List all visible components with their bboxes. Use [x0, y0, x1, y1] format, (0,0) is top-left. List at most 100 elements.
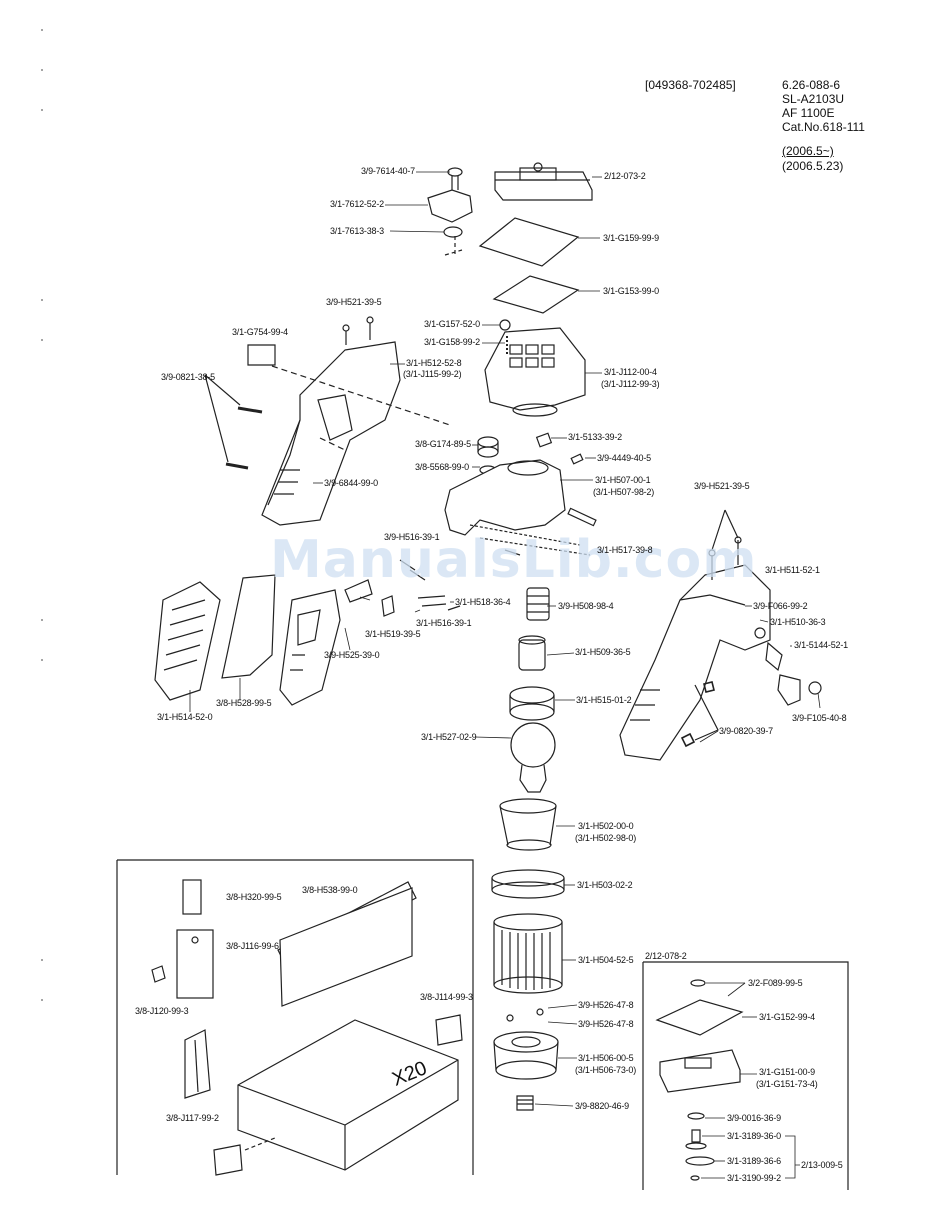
ball-joint — [510, 722, 556, 793]
grip-frame — [279, 589, 341, 706]
packaging-box — [213, 1014, 463, 1176]
part-label: 3/8-G174-89-5 — [415, 439, 471, 449]
part-label: 3/1-3189-36-6 — [727, 1156, 781, 1166]
part-label: 3/1-H519-39-5 — [365, 629, 421, 639]
handle-screws — [204, 374, 263, 470]
rubber-grip — [154, 581, 221, 701]
ring-collar — [491, 869, 565, 899]
part-label: 3/1-H504-52-5 — [578, 955, 634, 965]
right-knob-parts — [680, 627, 822, 748]
part-label: (3/1-J115-99-2) — [403, 369, 462, 379]
part-label: 3/8-H320-99-5 — [226, 892, 282, 902]
watermark: ManualsLib.com — [270, 530, 758, 590]
part-label: (3/1-J112-99-3) — [601, 379, 660, 389]
part-label: 3/8-5568-99-0 — [415, 462, 469, 472]
part-label: 3/9-H526-47-8 — [578, 1000, 634, 1010]
date-revision: (2006.5.23) — [782, 159, 844, 173]
model-name: SL-A2103U — [782, 92, 845, 106]
part-label: 3/9-H526-47-8 — [578, 1019, 634, 1029]
part-label: 3/1-G159-99-9 — [603, 233, 659, 243]
part-label: (3/1-H507-98-2) — [593, 487, 655, 497]
cat-number: Cat.No.618-111 — [782, 120, 865, 134]
part-label: 3/1-H502-00-0 — [578, 821, 634, 831]
part-label: 3/1-3189-36-0 — [727, 1131, 781, 1141]
left-handle-shell — [261, 316, 401, 526]
handle-label — [247, 344, 276, 366]
binding-margin-dots — [41, 29, 43, 1001]
part-label: 3/8-H538-99-0 — [302, 885, 358, 895]
part-label: 3/1-H506-00-5 — [578, 1053, 634, 1063]
part-label: 3/1-J112-00-4 — [604, 367, 657, 377]
part-label: 3/1-H516-39-1 — [416, 618, 472, 628]
part-label: 3/9-0821-38-5 — [161, 372, 215, 382]
part-label: 3/1-5144-52-1 — [794, 640, 848, 650]
part-label: 3/8-J114-99-3 — [420, 992, 473, 1002]
part-label: 3/1-G152-99-4 — [759, 1012, 815, 1022]
sub-leaders — [701, 982, 800, 1179]
model-number: 6.26-088-6 — [782, 78, 841, 92]
part-label: 3/8-J116-99-6 — [226, 941, 279, 951]
part-label: 3/1-G754-99-4 — [232, 327, 288, 337]
sub-pad — [655, 999, 744, 1036]
box-label-strip — [277, 881, 417, 1007]
part-label: 3/9-8820-46-9 — [575, 1101, 629, 1111]
catalog-code: [049368-702485] — [645, 78, 736, 92]
part-label: 3/1-7612-52-2 — [330, 199, 384, 209]
part-label: 3/9-F105-40-8 — [792, 713, 847, 723]
right-handle-shell — [619, 509, 771, 761]
part-label: 3/1-H512-52-8 — [406, 358, 462, 368]
pad-sheet — [478, 217, 580, 267]
part-label: 3/1-7613-38-3 — [330, 226, 384, 236]
base-screw — [516, 1095, 534, 1111]
subassembly-title: 2/12-078-2 — [645, 951, 687, 961]
grip-insert — [221, 574, 276, 679]
part-label: 3/9-F066-99-2 — [753, 601, 808, 611]
sub-plate — [659, 1049, 741, 1093]
part-label: 3/1-H514-52-0 — [157, 712, 213, 722]
part-label: 2/12-073-2 — [604, 171, 646, 181]
pan-head-top — [484, 319, 586, 417]
af-name: AF 1100E — [782, 106, 835, 120]
instruction-card — [151, 879, 214, 1099]
date-range: (2006.5~) — [782, 144, 834, 158]
part-label: 3/9-H521-39-5 — [326, 297, 382, 307]
part-label: 3/9-H525-39-0 — [324, 650, 380, 660]
part-label: 3/9-0820-39-7 — [719, 726, 773, 736]
accessories-inset-frame — [116, 859, 474, 1175]
sub-screw-stack — [685, 1112, 715, 1181]
part-label: 3/1-H510-36-3 — [770, 617, 826, 627]
part-label: 3/1-G157-52-0 — [424, 319, 480, 329]
quick-release-plate — [494, 162, 593, 201]
part-label: 3/9-H516-39-1 — [384, 532, 440, 542]
part-label: 3/8-J120-99-3 — [135, 1006, 189, 1016]
part-label: 3/9-7614-40-7 — [361, 166, 415, 176]
part-label: 3/1-G151-00-9 — [759, 1067, 815, 1077]
part-label: 3/1-H507-00-1 — [595, 475, 651, 485]
part-label: 3/1-5133-39-2 — [568, 432, 622, 442]
housing-cup — [499, 798, 557, 851]
part-label: 3/1-G158-99-2 — [424, 337, 480, 347]
center-stack — [509, 587, 555, 721]
part-label: 3/1-H509-36-5 — [575, 647, 631, 657]
part-label: 3/8-J117-99-2 — [166, 1113, 219, 1123]
part-label: 3/1-H518-36-4 — [455, 597, 511, 607]
part-label: 3/1-H527-02-9 — [421, 732, 477, 742]
part-label: 3/9-H521-39-5 — [694, 481, 750, 491]
part-label: 3/9-0016-36-9 — [727, 1113, 781, 1123]
trigger-pins — [344, 549, 521, 617]
part-label: 3/8-H528-99-5 — [216, 698, 272, 708]
sub-washer — [690, 979, 706, 987]
part-label: 3/1-G153-99-0 — [603, 286, 659, 296]
leader-lines — [189, 171, 821, 1107]
part-label: (3/1-G151-73-4) — [756, 1079, 818, 1089]
part-label: 2/13-009-5 — [801, 1160, 843, 1170]
plate-subassembly-frame — [642, 961, 849, 1190]
pad-sheet-2 — [492, 275, 580, 314]
part-label: 3/1-H517-39-8 — [597, 545, 653, 555]
part-label: 3/1-H515-01-2 — [576, 695, 632, 705]
lock-ring — [493, 1031, 559, 1080]
pivot-body — [444, 459, 597, 556]
knurled-base — [493, 913, 563, 1022]
part-label: (3/1-H502-98-0) — [575, 833, 637, 843]
